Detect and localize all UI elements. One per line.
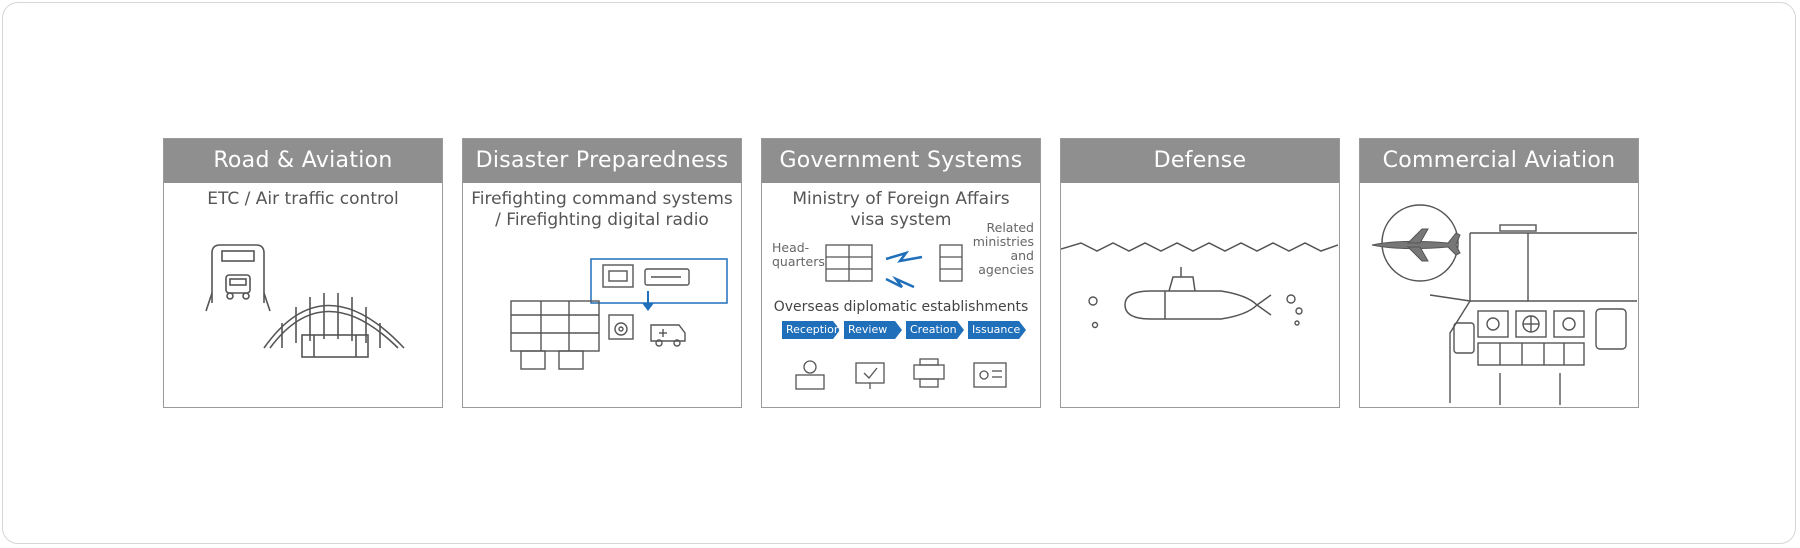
digital-radio-icon [602,264,690,288]
hq-label-line-1: Head- [772,240,810,255]
subtitle-line-2: / Firefighting digital radio [495,210,709,230]
related-line-2: ministries [972,234,1034,249]
command-center-icon [510,300,600,370]
step-reception: Reception [782,321,840,339]
panel-defense: Defense [1060,138,1340,408]
panel-commercial-aviation: Commercial Aviation [1359,138,1639,408]
hq-label-line-2: quarters [772,254,825,269]
etc-air-traffic-illustration [205,244,405,358]
firefighting-illustration [510,258,728,370]
id-card-icon [973,362,1007,388]
subtitle-line-1: Ministry of Foreign Affairs [792,189,1010,209]
subtitle-line-2: visa system [850,210,952,230]
visa-system-illustration [795,244,1007,390]
airplane-icon [1371,228,1461,262]
overseas-label: Overseas diplomatic establishments [773,299,1029,315]
etc-gate-icon [205,244,271,312]
panel-subtitle: Firefighting command systems / Firefight… [463,189,741,231]
cockpit-icon [1429,224,1637,405]
submarine-icon [1124,267,1272,320]
subtitle-line-1: Firefighting command systems [471,189,733,209]
panel-road-aviation: Road & Aviation ETC / Air traffic contro… [163,138,443,408]
related-line-4: agencies [978,262,1034,277]
panel-government-systems: Government Systems Ministry of Foreign A… [761,138,1041,408]
panel-title: Road & Aviation [164,139,442,183]
bubbles-icon [1088,294,1303,329]
related-line-3: and [1010,248,1034,263]
panel-subtitle: Ministry of Foreign Affairs visa system [762,189,1040,231]
air-traffic-control-tower-icon [263,293,405,358]
printer-icon [913,364,945,380]
water-surface-line [1061,242,1338,252]
ambulance-icon [650,324,686,347]
related-agencies-label: Related ministries and agencies [973,221,1034,277]
panel-title: Defense [1061,139,1339,183]
panel-disaster-preparedness: Disaster Preparedness Firefighting comma… [462,138,742,408]
reception-person-icon [803,360,817,374]
step-issuance: Issuance [968,321,1026,339]
aviation-illustration [1371,204,1637,405]
server-icon [825,244,963,282]
step-creation: Creation [906,321,964,339]
submarine-illustration [1061,242,1338,329]
panel-subtitle: ETC / Air traffic control [207,189,399,209]
monitor-icon [855,362,885,384]
headquarters-label: Head- quarters [772,241,825,269]
panel-title: Government Systems [762,139,1040,183]
panel-title: Disaster Preparedness [463,139,741,183]
panel-title: Commercial Aviation [1360,139,1638,183]
visa-process-steps: Reception Review Creation Issuance [782,321,1027,341]
related-line-1: Related [986,220,1034,235]
step-review: Review [844,321,902,339]
